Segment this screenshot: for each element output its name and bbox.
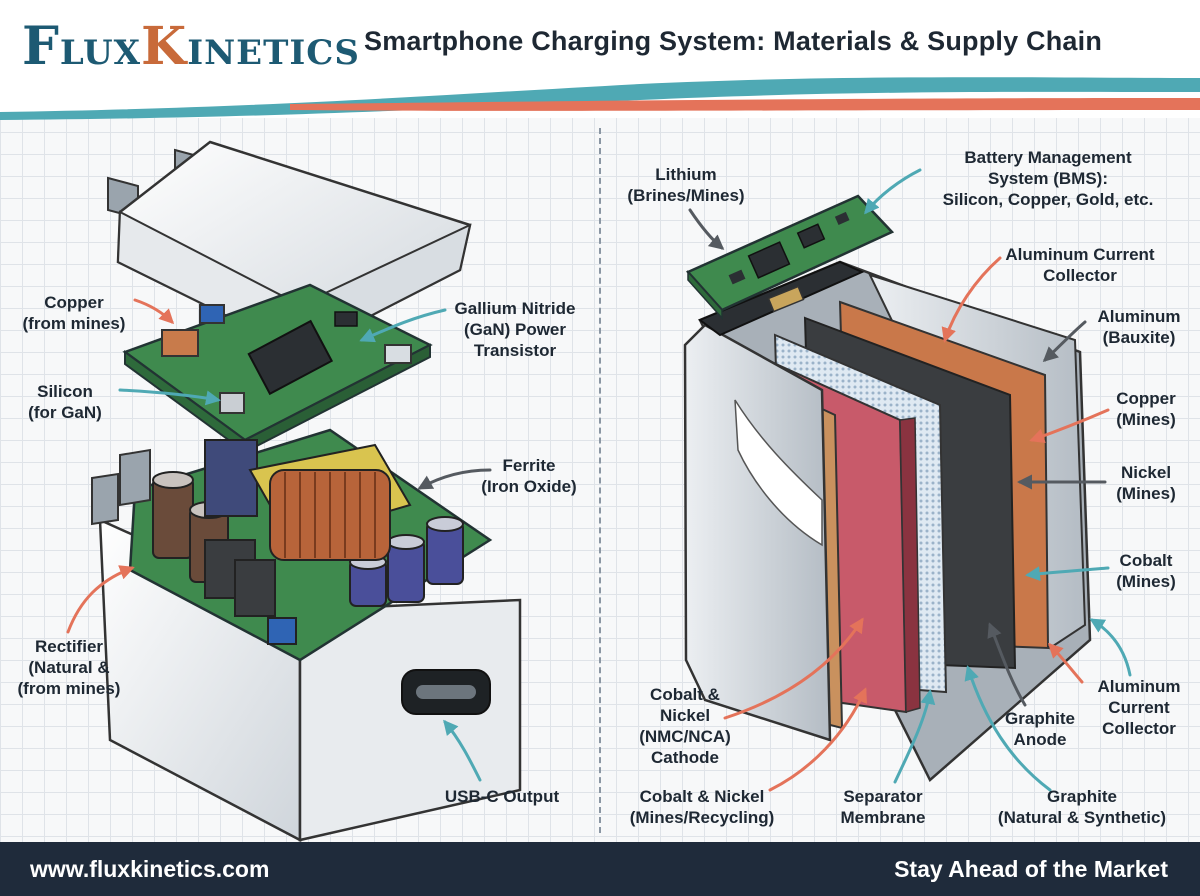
label-nickel: Nickel(Mines) xyxy=(1116,463,1176,503)
arrow-ferrite xyxy=(417,468,492,490)
label-cathode: Cobalt &Nickel(NMC/NCA)Cathode xyxy=(639,685,731,767)
label-lithium: Lithium(Brines/Mines) xyxy=(627,165,745,205)
arrow-graphite xyxy=(964,665,1052,792)
arrow-aluminum xyxy=(1042,320,1087,363)
arrow-usbc xyxy=(443,719,482,782)
label-aluminum: Aluminum(Bauxite) xyxy=(1097,307,1181,347)
arrow-copper-battery xyxy=(1029,408,1110,444)
arrow-rectifier xyxy=(66,565,135,634)
arrow-gan xyxy=(359,308,447,343)
panel-divider xyxy=(599,128,601,833)
footer: www.fluxkinetics.com Stay Ahead of the M… xyxy=(0,842,1200,896)
footer-tagline: Stay Ahead of the Market xyxy=(894,856,1168,882)
label-copper-battery: Copper(Mines) xyxy=(1116,389,1176,429)
arrow-bms xyxy=(864,168,922,215)
battery-illustration xyxy=(683,194,1092,783)
brand-logo: FLUXKINETICS xyxy=(22,16,360,77)
label-ferrite: Ferrite(Iron Oxide) xyxy=(481,456,577,496)
footer-website[interactable]: www.fluxkinetics.com xyxy=(30,856,270,882)
arrow-cobalt-nickel xyxy=(768,687,867,792)
label-silicon: Silicon(for GaN) xyxy=(28,382,102,422)
arrow-al-collector-bottom-2 xyxy=(1047,642,1084,684)
header: FLUXKINETICS Smartphone Charging System:… xyxy=(0,0,1200,118)
arrow-copper xyxy=(133,298,175,325)
arrow-silicon xyxy=(118,388,221,406)
arrow-al-collector-bottom xyxy=(1089,618,1132,677)
arrow-al-collector-top xyxy=(941,256,1002,343)
label-usbc: USB-C Output xyxy=(444,787,560,806)
label-cobalt: Cobalt(Mines) xyxy=(1116,551,1176,591)
arrow-cobalt xyxy=(1025,566,1110,582)
header-swoosh xyxy=(0,77,1200,120)
arrow-cathode xyxy=(723,617,864,720)
arrow-lithium xyxy=(688,208,725,250)
arrow-graphite-anode xyxy=(987,622,1027,707)
label-rectifier: Rectifier(Natural &(from mines) xyxy=(17,637,121,698)
page-title: Smartphone Charging System: Materials & … xyxy=(364,26,1103,56)
charger-illustration xyxy=(91,140,522,843)
label-cobalt-nickel: Cobalt & Nickel(Mines/Recycling) xyxy=(629,787,775,827)
arrow-separator xyxy=(893,689,936,784)
label-graphite: Graphite(Natural & Synthetic) xyxy=(997,787,1167,827)
label-copper: Copper(from mines) xyxy=(22,293,126,333)
